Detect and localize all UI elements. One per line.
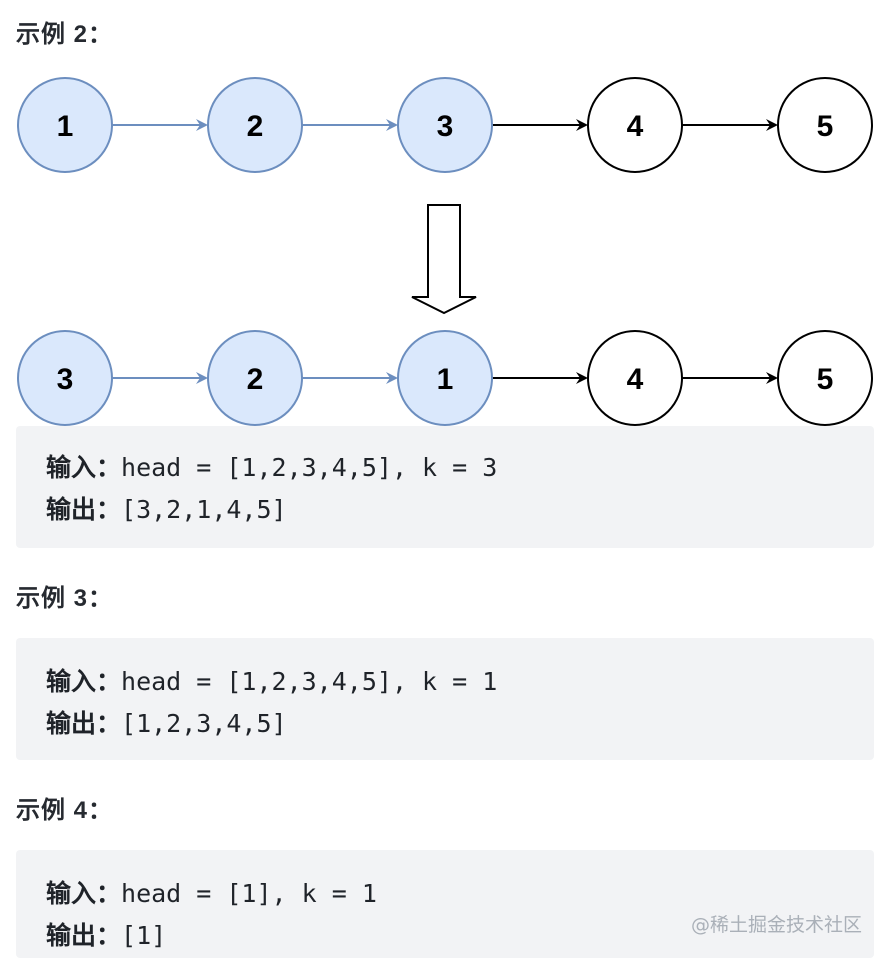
list-node: 1 (17, 77, 113, 173)
list-node: 5 (777, 77, 873, 173)
example-2-code-block: 输入：head = [1,2,3,4,5], k = 3 输出：[3,2,1,4… (16, 426, 874, 548)
list-node: 4 (587, 77, 683, 173)
watermark: @稀土掘金技术社区 (690, 914, 862, 936)
list-node-circle (207, 330, 303, 426)
input-label: 输入： (46, 879, 122, 908)
input-value: head = [1], k = 1 (121, 879, 377, 908)
list-node-value: 3 (437, 110, 454, 143)
list-node-circle (587, 330, 683, 426)
list-node-value: 4 (627, 110, 644, 143)
linked-list-diagram: 1 2 3 4 5 3 2 1 4 5 (17, 77, 873, 426)
list-node: 1 (397, 330, 493, 426)
output-label: 输出： (46, 921, 122, 950)
list-node-value: 2 (247, 110, 264, 143)
list-node-circle (17, 330, 113, 426)
input-label: 输入： (46, 453, 122, 482)
example-3-input-line: 输入：head = [1,2,3,4,5], k = 1 (46, 662, 497, 698)
list-node-value: 1 (437, 363, 454, 396)
list-node-value: 3 (57, 363, 74, 396)
list-node-value: 5 (817, 363, 834, 396)
list-node: 2 (207, 77, 303, 173)
list-node-circle (397, 330, 493, 426)
example-2-input-line: 输入：head = [1,2,3,4,5], k = 3 (46, 448, 497, 484)
input-value: head = [1,2,3,4,5], k = 3 (121, 453, 498, 482)
list-node-circle (777, 77, 873, 173)
example-4-code-block: 输入：head = [1], k = 1 输出：[1] (16, 850, 874, 958)
output-label: 输出： (46, 495, 122, 524)
list-node-value: 5 (817, 110, 834, 143)
list-node: 3 (397, 77, 493, 173)
example-4-input-line: 输入：head = [1], k = 1 (46, 874, 377, 910)
list-node-circle (587, 77, 683, 173)
list-node-value: 1 (57, 110, 74, 143)
list-node-value: 4 (627, 363, 644, 396)
list-before-reversal: 1 2 3 4 5 (17, 77, 873, 173)
input-value: head = [1,2,3,4,5], k = 1 (121, 667, 498, 696)
down-arrow-icon (411, 204, 477, 315)
list-node-circle (777, 330, 873, 426)
list-node-value: 2 (247, 363, 264, 396)
output-value: [3,2,1,4,5] (121, 495, 287, 524)
output-value: [1,2,3,4,5] (121, 709, 287, 738)
list-node-circle (397, 77, 493, 173)
output-value: [1] (121, 921, 167, 950)
list-node-circle (17, 77, 113, 173)
output-label: 输出： (46, 709, 122, 738)
example-2-heading: 示例 2： (16, 21, 114, 48)
list-node: 5 (777, 330, 873, 426)
example-3-heading: 示例 3： (16, 585, 114, 612)
list-after-reversal: 3 2 1 4 5 (17, 330, 873, 426)
list-node: 4 (587, 330, 683, 426)
example-3-output-line: 输出：[1,2,3,4,5] (46, 704, 287, 740)
list-node: 2 (207, 330, 303, 426)
example-3-code-block: 输入：head = [1,2,3,4,5], k = 1 输出：[1,2,3,4… (16, 638, 874, 760)
list-node: 3 (17, 330, 113, 426)
example-4-output-line: 输出：[1] (46, 916, 166, 952)
example-4-heading: 示例 4： (16, 797, 114, 824)
list-node-circle (207, 77, 303, 173)
input-label: 输入： (46, 667, 122, 696)
example-2-output-line: 输出：[3,2,1,4,5] (46, 490, 287, 526)
